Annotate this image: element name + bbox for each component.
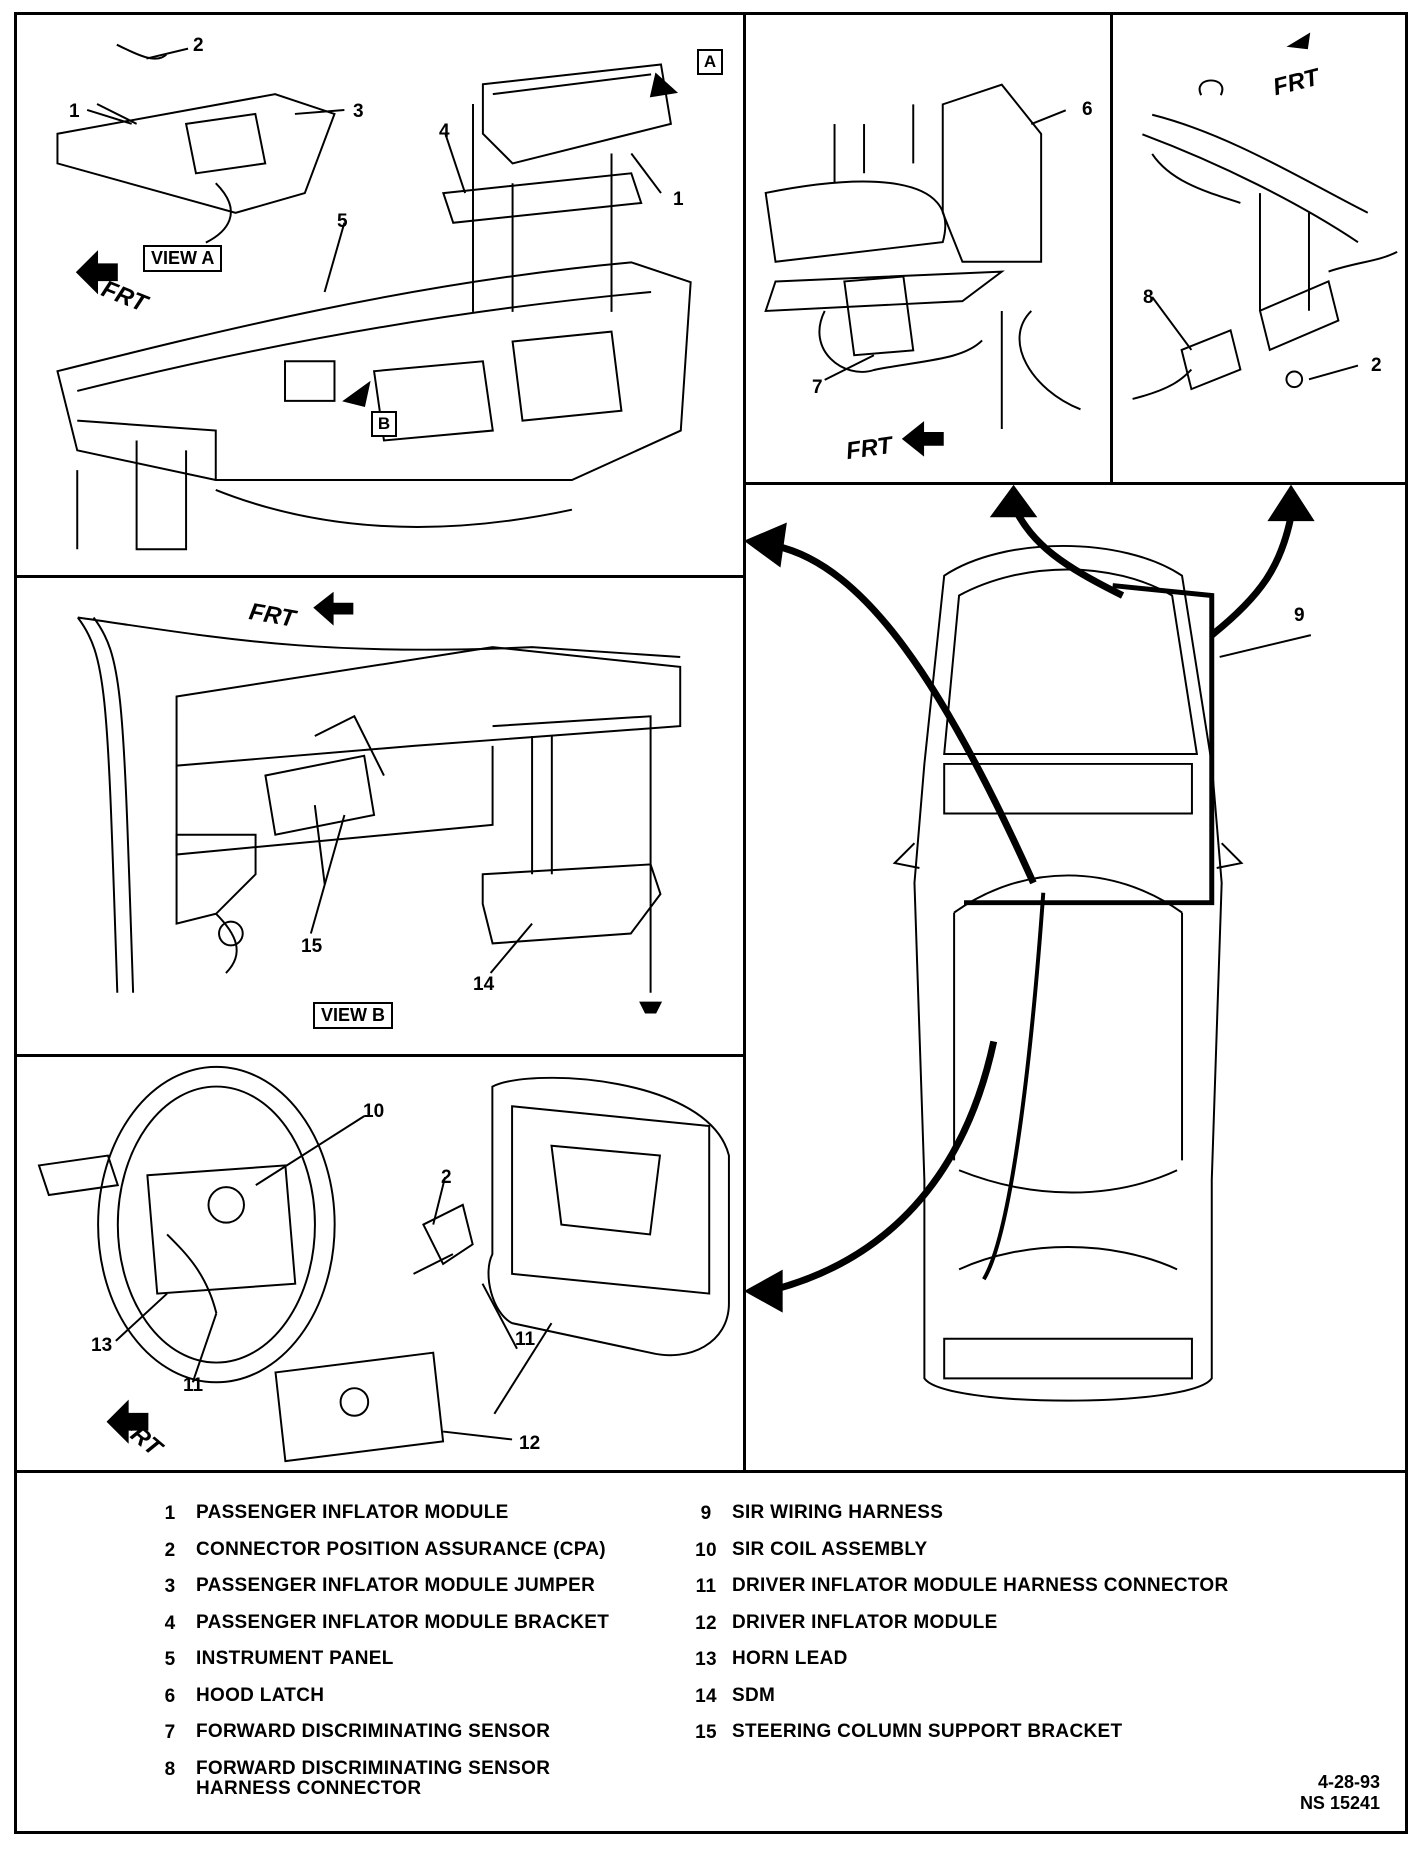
panel-steering-wheel: 10 2 13 11 11 12 FRT	[14, 1054, 746, 1473]
legend-number: 5	[164, 1649, 176, 1670]
legend-item: 4 PASSENGER INFLATOR MODULE BRACKET	[144, 1611, 610, 1650]
legend-text: SIR COIL ASSEMBLY	[732, 1538, 928, 1560]
legend-text: STEERING COLUMN SUPPORT BRACKET	[732, 1721, 1123, 1742]
callout-9: 9	[1294, 605, 1305, 626]
legend-item: 8 FORWARD DISCRIMINATING SENSOR HARNESS C…	[144, 1757, 609, 1799]
callout-7: 7	[812, 377, 823, 398]
sdm-drawing	[77, 591, 682, 1014]
legend-number: 4	[164, 1612, 176, 1634]
view-a-label: VIEW A	[143, 245, 223, 272]
callout-6: 6	[1082, 99, 1093, 120]
panel-sensor-connector: 8 2 FRT	[1110, 12, 1408, 485]
legend-text: CONNECTOR POSITION ASSURANCE (CPA)	[196, 1538, 606, 1560]
panel-vehicle-top-view: 9	[743, 482, 1408, 1473]
hood-latch-drawing	[764, 83, 1081, 457]
callout-1: 1	[69, 101, 80, 122]
legend-item: 15 STEERING COLUMN SUPPORT BRACKET	[680, 1722, 1229, 1759]
legend-item: 7 FORWARD DISCRIMINATING SENSOR	[144, 1722, 609, 1759]
revision-date: 4-28-93	[1317, 1772, 1380, 1792]
legend-text: HOOD LATCH	[196, 1684, 325, 1706]
view-b-label: VIEW B	[313, 1002, 394, 1029]
legend-text: SDM	[732, 1684, 776, 1706]
revision-stamp: 4-28-93 NS 15241	[1300, 1772, 1380, 1814]
legend-number: 1	[164, 1503, 176, 1524]
legend-item: 9 SIR WIRING HARNESS	[680, 1503, 1229, 1540]
steering-wheel-drawing	[37, 1065, 730, 1463]
legend-number: 6	[164, 1685, 176, 1707]
callout-4: 4	[439, 121, 450, 142]
legend-text: FORWARD DISCRIMINATING SENSOR	[196, 1721, 551, 1742]
legend-item: 6 HOOD LATCH	[144, 1684, 609, 1723]
legend-item: 1 PASSENGER INFLATOR MODULE	[144, 1503, 609, 1540]
legend-number: 7	[164, 1722, 176, 1743]
legend-text: DRIVER INFLATOR MODULE	[732, 1611, 998, 1633]
legend: 1 PASSENGER INFLATOR MODULE 2 CONNECTOR PO…	[14, 1470, 1408, 1834]
instrument-panel-drawing	[56, 43, 692, 551]
box-tag-b: B	[371, 411, 397, 437]
callout-12: 12	[519, 1433, 541, 1454]
callout-8: 8	[1143, 287, 1154, 308]
legend-item: 10 SIR COIL ASSEMBLY	[680, 1538, 1229, 1577]
legend-number: 9	[700, 1503, 712, 1524]
legend-item: 2 CONNECTOR POSITION ASSURANCE (CPA)	[144, 1538, 609, 1577]
legend-number: 3	[164, 1576, 176, 1597]
legend-left-column: 1 PASSENGER INFLATOR MODULE 2 CONNECTOR PO…	[144, 1503, 610, 1799]
legend-text: SIR WIRING HARNESS	[732, 1502, 944, 1523]
legend-number: 10	[695, 1539, 717, 1561]
legend-item: 3 PASSENGER INFLATOR MODULE JUMPER	[144, 1576, 609, 1613]
legend-text: DRIVER INFLATOR MODULE HARNESS CONNECTOR	[732, 1575, 1229, 1596]
legend-number: 11	[695, 1576, 717, 1597]
legend-item: 12 DRIVER INFLATOR MODULE	[680, 1611, 1229, 1650]
callout-2: 2	[1371, 355, 1382, 376]
callout-2: 2	[441, 1167, 452, 1188]
legend-number: 14	[695, 1685, 717, 1707]
legend-item: 13 HORN LEAD	[680, 1649, 1229, 1686]
legend-text: PASSENGER INFLATOR MODULE	[196, 1502, 509, 1523]
panel-view-b-sdm: 15 14 VIEW B FRT	[14, 575, 746, 1057]
legend-text: PASSENGER INFLATOR MODULE JUMPER	[196, 1575, 596, 1596]
callout-2: 2	[193, 35, 204, 56]
legend-item: 5 INSTRUMENT PANEL	[144, 1649, 609, 1686]
callout-11: 11	[183, 1375, 204, 1396]
vehicle-drawing	[746, 485, 1315, 1402]
box-tag-a: A	[697, 49, 723, 75]
callout-3: 3	[353, 101, 364, 122]
panel-instrument-panel: 2 1 3 4 1 5 VIEW A A B FRT	[14, 12, 746, 578]
legend-number: 13	[695, 1649, 717, 1670]
legend-number: 12	[695, 1612, 717, 1634]
sensor-connector-drawing	[1132, 32, 1398, 400]
legend-text: HORN LEAD	[732, 1648, 848, 1669]
legend-text: INSTRUMENT PANEL	[196, 1648, 394, 1669]
callout-11: 11	[515, 1329, 536, 1350]
legend-number: 15	[695, 1722, 717, 1743]
legend-text: FORWARD DISCRIMINATING SENSOR HARNESS CO…	[196, 1757, 551, 1799]
legend-item: 14 SDM	[680, 1684, 1229, 1723]
legend-item: 11 DRIVER INFLATOR MODULE HARNESS CONNECT…	[680, 1576, 1229, 1613]
callout-15: 15	[301, 936, 323, 957]
figure-code: NS 15241	[1299, 1793, 1380, 1813]
legend-number: 8	[164, 1758, 176, 1780]
panel-hood-latch: 6 7 FRT	[743, 12, 1113, 485]
callout-5: 5	[337, 211, 348, 232]
callout-1: 1	[673, 189, 684, 210]
legend-number: 2	[164, 1539, 176, 1561]
callout-14: 14	[473, 974, 495, 995]
callout-13: 13	[91, 1335, 113, 1356]
legend-text: PASSENGER INFLATOR MODULE BRACKET	[196, 1611, 610, 1633]
callout-10: 10	[363, 1101, 385, 1122]
